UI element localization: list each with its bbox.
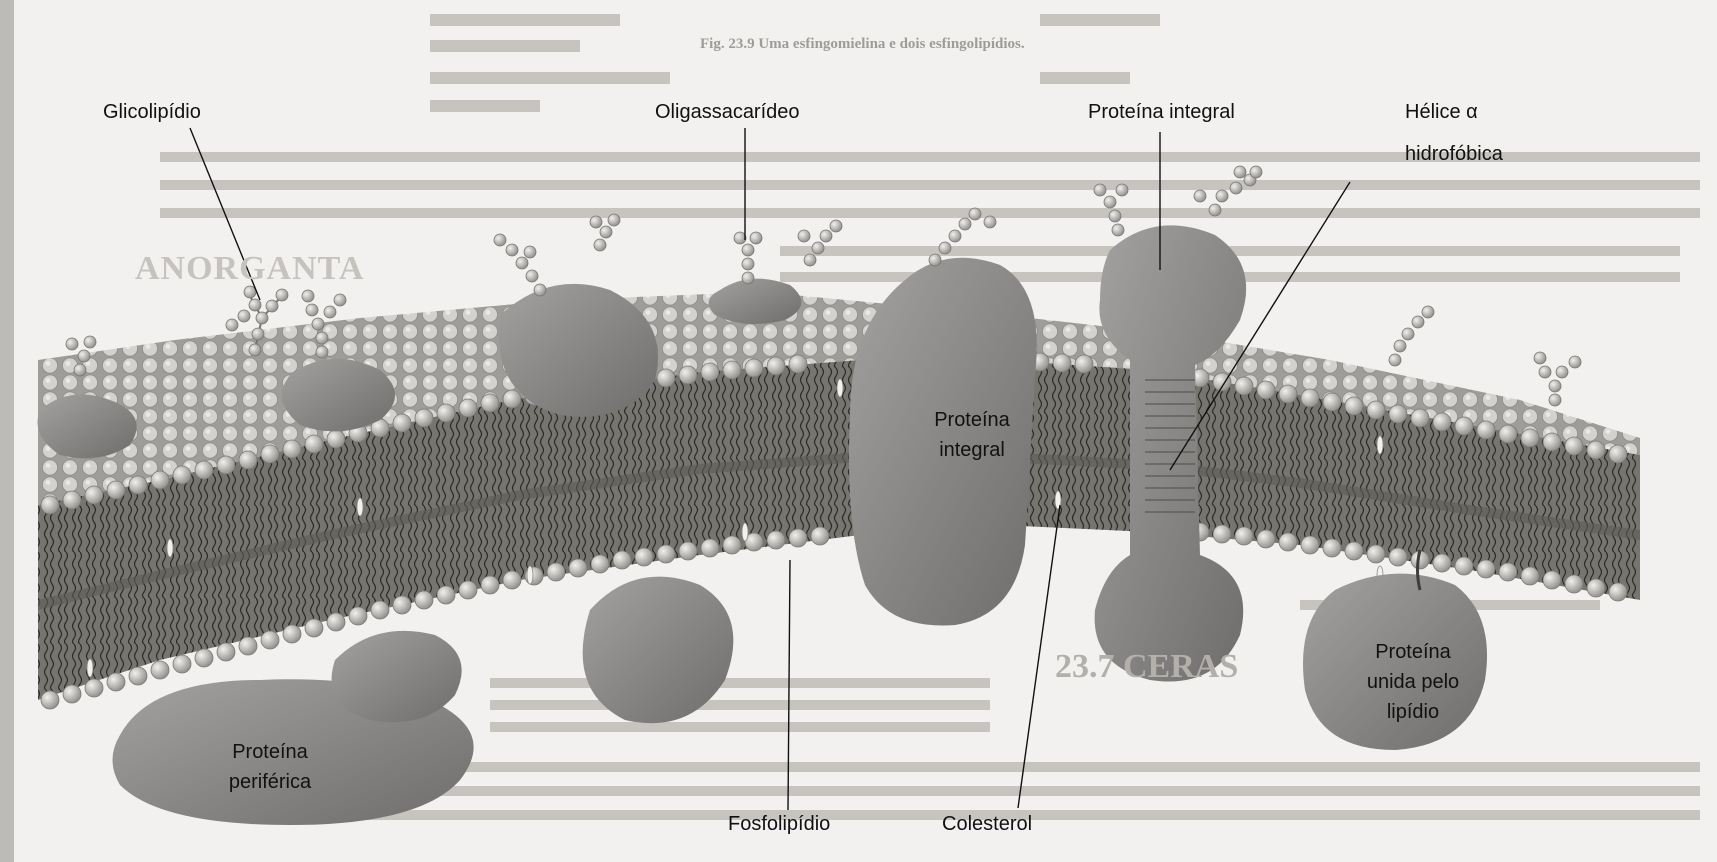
surface-protein-2 bbox=[282, 359, 395, 432]
label-glicolipidio: Glicolipídio bbox=[103, 100, 201, 124]
background-fig-caption: Fig. 23.9 Uma esfingomielina e dois esfi… bbox=[700, 36, 1025, 53]
label-proteina-lipidio-3: lipídio bbox=[1348, 700, 1478, 724]
page-edge-shadow bbox=[0, 0, 14, 862]
label-oligassacarideo: Oligassacarídeo bbox=[655, 100, 800, 124]
background-section-heading: 23.7 CERAS bbox=[1055, 648, 1238, 686]
label-proteina-periferica-2: periférica bbox=[210, 770, 330, 794]
label-proteina-lipidio-2: unida pelo bbox=[1348, 670, 1478, 694]
label-proteina-integral-inner-1: Proteína bbox=[924, 408, 1020, 432]
label-proteina-periferica-1: Proteína bbox=[210, 740, 330, 764]
label-proteina-integral-inner-2: integral bbox=[924, 438, 1020, 462]
lipid-anchor bbox=[1418, 550, 1421, 590]
label-fosfolipidio: Fosfolipídio bbox=[728, 812, 830, 836]
background-big-word: ANORGANTA bbox=[135, 250, 364, 288]
label-proteina-lipidio-1: Proteína bbox=[1348, 640, 1478, 664]
label-hidrofobica: hidrofóbica bbox=[1405, 142, 1503, 166]
label-colesterol: Colesterol bbox=[942, 812, 1032, 836]
surface-protein-4 bbox=[709, 279, 802, 324]
label-helice-alfa: Hélice α bbox=[1405, 100, 1478, 124]
label-proteina-integral-top: Proteína integral bbox=[1088, 100, 1235, 124]
